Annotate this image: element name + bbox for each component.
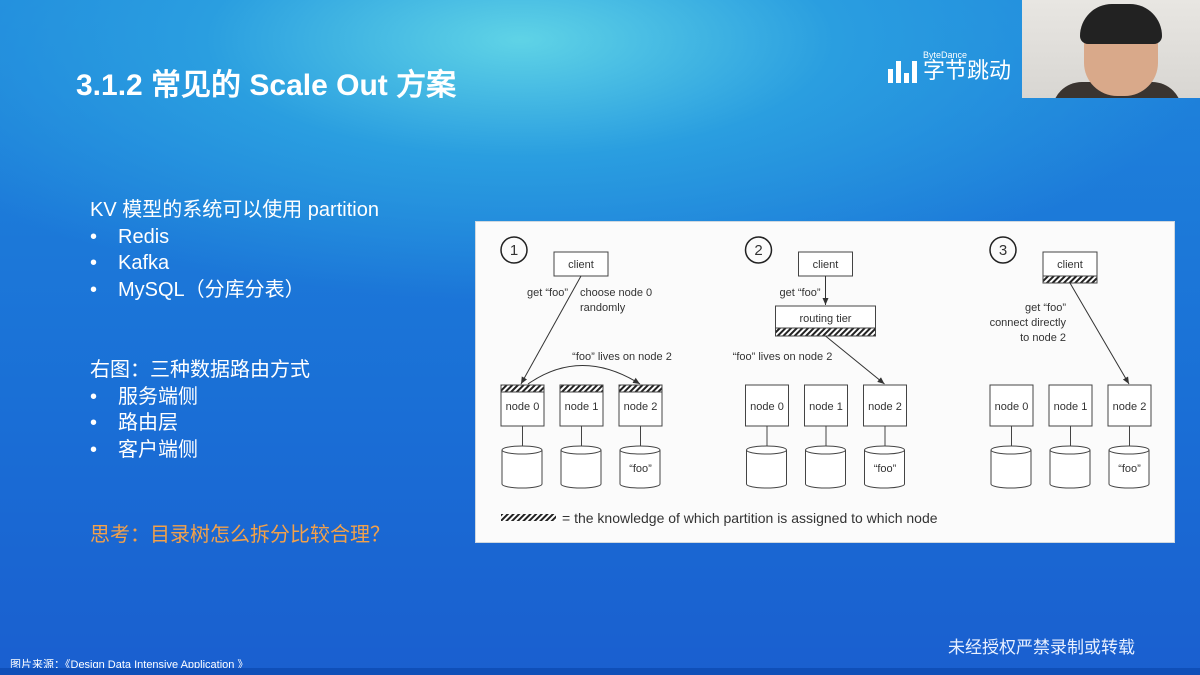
slide-title: 3.1.2 常见的 Scale Out 方案 — [76, 69, 457, 102]
watermark: 未经授权严禁录制或转载 — [948, 638, 1135, 657]
node-box — [1107, 384, 1152, 427]
partition-routing-diagram: 1 client node 0 node 1 node 2 “foo” get “foo” c… — [475, 221, 1175, 543]
panel-number: 1 — [510, 242, 518, 259]
forward-label: “foo” lives on node 2 — [572, 351, 672, 363]
node-box — [745, 384, 789, 427]
list-item: MySQL（分库分表） — [90, 277, 379, 304]
node-label: node 0 — [750, 401, 784, 413]
database-icon — [501, 445, 543, 489]
panel-number-circle — [989, 236, 1017, 264]
key-label: “foo” — [629, 463, 652, 475]
note-label: randomly — [580, 302, 626, 314]
client-box — [553, 251, 609, 277]
note-label: to node 2 — [1020, 332, 1066, 344]
node-label: node 2 — [1113, 401, 1147, 413]
list-item: Redis — [90, 224, 379, 251]
database-icon — [619, 445, 661, 489]
hatch-marker — [559, 384, 604, 393]
node-label: node 0 — [995, 401, 1029, 413]
webcam-video — [1022, 0, 1200, 98]
request-arrow — [520, 275, 582, 385]
node-box — [989, 384, 1034, 427]
intro-text: KV 模型的系统可以使用 partition — [90, 199, 379, 221]
hatch-marker — [775, 327, 876, 337]
hatch-marker — [1042, 275, 1098, 284]
note-label: choose node 0 — [580, 287, 652, 299]
database-icon — [560, 445, 602, 489]
node-label: node 2 — [868, 401, 902, 413]
routing-tier-label: routing tier — [800, 313, 852, 325]
node-label: node 1 — [1054, 401, 1088, 413]
client-box — [1042, 251, 1098, 277]
logo-en: ByteDance — [923, 50, 968, 60]
request-label: get “foo” — [1025, 302, 1066, 314]
list-item: Kafka — [90, 250, 379, 277]
legend-text: = the knowledge of which partition is as… — [562, 510, 938, 526]
forward-arrow — [825, 335, 885, 385]
panel-2: 2 client node 0 node 1 node 2 “foo” get “foo” r… — [733, 236, 907, 489]
node-box — [1048, 384, 1093, 427]
node-label: node 0 — [506, 401, 540, 413]
key-label: “foo” — [1118, 463, 1141, 475]
client-label: client — [813, 259, 839, 271]
panel-number: 2 — [754, 242, 762, 259]
request-arrow — [1069, 282, 1130, 385]
client-box — [798, 251, 853, 277]
list-item: 路由层 — [90, 410, 379, 437]
hatch-legend-swatch — [501, 514, 556, 521]
panel-number-circle — [500, 236, 528, 264]
question-text: 思考：目录树怎么拆分比较合理？ — [90, 524, 390, 546]
panel-number-circle — [744, 236, 773, 264]
forward-label: “foo” lives on node 2 — [733, 351, 833, 363]
client-label: client — [568, 259, 594, 271]
node-box — [863, 384, 907, 427]
key-label: “foo” — [874, 463, 897, 475]
node-label: node 1 — [809, 401, 843, 413]
bottom-bar — [0, 668, 1200, 675]
hatch-marker — [500, 384, 545, 393]
routing-heading: 右图：三种数据路由方式 — [90, 359, 310, 381]
database-icon — [804, 445, 846, 489]
node-label: node 2 — [624, 401, 658, 413]
hatch-marker — [618, 384, 663, 393]
request-label: get “foo” — [527, 287, 568, 299]
list-item: 客户端侧 — [90, 437, 379, 464]
slide-body: KV 模型的系统可以使用 partition Redis Kafka MySQL… — [90, 197, 379, 463]
list-item: 服务端侧 — [90, 384, 379, 411]
client-label: client — [1057, 259, 1083, 271]
database-icon — [990, 445, 1032, 489]
panel-3: 3 client node 0 node 1 node 2 “foo” get “foo” c… — [989, 236, 1152, 489]
forward-arrow — [527, 365, 641, 385]
database-icon — [1108, 445, 1150, 489]
note-label: connect directly — [990, 317, 1067, 329]
logo-cn: 字节跳动 — [923, 58, 1012, 83]
logo-icon — [888, 61, 917, 83]
database-icon — [1049, 445, 1091, 489]
database-icon — [745, 445, 787, 489]
database-icon — [863, 445, 905, 489]
node-label: node 1 — [565, 401, 599, 413]
panel-1: 1 client node 0 node 1 node 2 “foo” get “foo” c… — [500, 236, 672, 489]
request-label: get “foo” — [780, 287, 821, 299]
panel-number: 3 — [999, 242, 1007, 259]
